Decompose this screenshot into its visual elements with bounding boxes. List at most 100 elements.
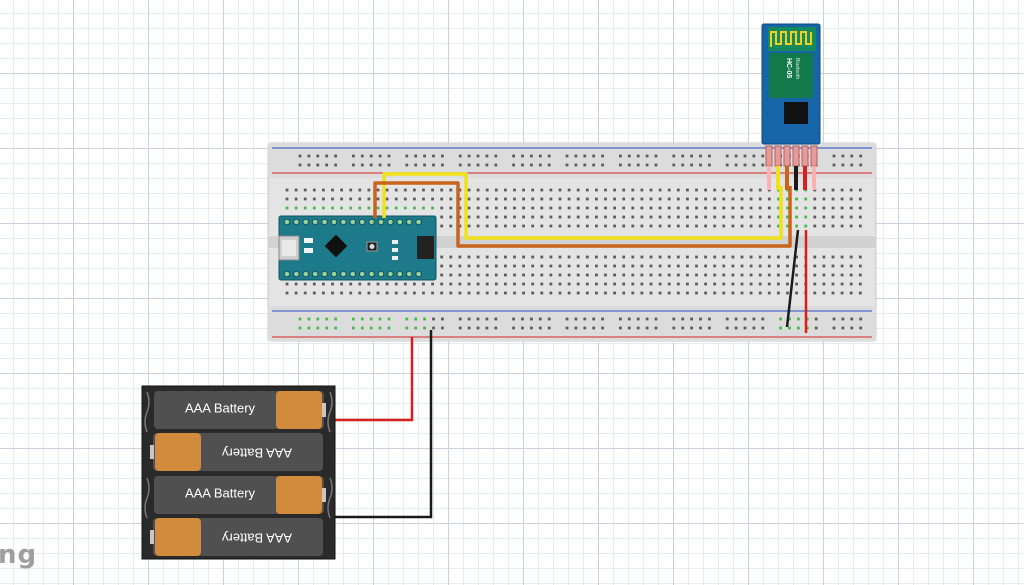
breadboard-hole (636, 326, 640, 330)
breadboard-hole (422, 291, 425, 295)
breadboard-hole (476, 273, 480, 277)
breadboard-hole (567, 255, 571, 259)
breadboard-hole (576, 291, 580, 295)
breadboard-hole (849, 215, 853, 219)
breadboard-hole (531, 273, 535, 277)
breadboard-hole (522, 291, 525, 295)
breadboard-hole (592, 326, 596, 330)
breadboard-hole (740, 197, 744, 201)
breadboard-hole (522, 197, 525, 201)
breadboard-hole (850, 326, 854, 330)
breadboard-hole (504, 291, 507, 295)
breadboard-hole (822, 224, 826, 228)
breadboard-hole (777, 206, 780, 210)
breadboard-hole (795, 197, 798, 201)
breadboard-hole (431, 282, 434, 286)
breadboard-hole (743, 163, 747, 167)
breadboard-hole (840, 206, 844, 210)
breadboard-hole (513, 264, 516, 268)
breadboard-hole (814, 326, 818, 330)
breadboard-hole (325, 163, 329, 167)
breadboard-hole (795, 282, 798, 286)
breadboard-hole (749, 224, 753, 228)
breadboard-hole (476, 154, 480, 158)
breadboard-hole (458, 317, 462, 321)
breadboard-hole (813, 197, 817, 201)
breadboard-hole (458, 215, 462, 219)
breadboard-hole (334, 163, 337, 167)
breadboard-hole (585, 255, 589, 259)
breadboard-hole (458, 291, 462, 295)
breadboard-hole (704, 197, 707, 201)
breadboard-hole (622, 206, 626, 210)
breadboard-hole (331, 282, 334, 286)
breadboard-hole (797, 326, 800, 330)
breadboard-hole (476, 291, 480, 295)
battery-label-1: AAA Battery (185, 400, 256, 415)
breadboard-hole (795, 291, 798, 295)
breadboard-hole (467, 188, 471, 192)
breadboard-hole (613, 282, 616, 286)
breadboard-hole (585, 188, 589, 192)
breadboard-hole (312, 291, 316, 295)
nano-pin-pad (387, 270, 394, 278)
breadboard-hole (767, 264, 771, 268)
breadboard-hole (601, 154, 604, 158)
breadboard-hole (458, 197, 462, 201)
breadboard-hole (378, 154, 382, 158)
breadboard-hole (734, 154, 738, 158)
breadboard-hole (813, 264, 817, 268)
breadboard-hole (699, 154, 702, 158)
breadboard-hole (522, 282, 525, 286)
breadboard-hole (531, 291, 535, 295)
breadboard-hole (786, 197, 789, 201)
breadboard-hole (786, 215, 789, 219)
breadboard-hole (531, 255, 535, 259)
breadboard-hole (788, 317, 791, 321)
breadboard-hole (358, 197, 362, 201)
breadboard-hole (303, 206, 307, 210)
breadboard-hole (595, 255, 598, 259)
breadboard-hole (858, 282, 862, 286)
breadboard-hole (340, 291, 343, 295)
breadboard-hole (440, 255, 444, 259)
breadboard-hole (708, 317, 711, 321)
breadboard-hole (432, 154, 435, 158)
breadboard-hole (547, 163, 551, 167)
breadboard-hole (777, 255, 780, 259)
breadboard-hole (298, 154, 302, 158)
battery-cell-1: AAA Battery (154, 391, 326, 429)
breadboard-hole (530, 326, 533, 330)
breadboard-hole (531, 224, 535, 228)
breadboard-hole (858, 255, 862, 259)
breadboard-hole (298, 326, 302, 330)
breadboard-hole (731, 291, 735, 295)
breadboard-hole (531, 206, 535, 210)
orange-wire (373, 181, 792, 248)
breadboard-hole (540, 291, 544, 295)
breadboard-hole (840, 197, 844, 201)
breadboard-hole (522, 224, 525, 228)
breadboard-hole (604, 282, 607, 286)
breadboard-hole (649, 264, 653, 268)
breadboard-hole (394, 291, 398, 295)
breadboard-hole (423, 317, 426, 321)
breadboard-hole (585, 273, 589, 277)
breadboard-hole (431, 206, 434, 210)
breadboard-hole (708, 163, 711, 167)
nano-pin-pad (396, 270, 404, 278)
breadboard-hole (494, 326, 498, 330)
breadboard-hole (595, 197, 598, 201)
nano-pin-pad (293, 218, 300, 226)
breadboard-hole (722, 197, 726, 201)
breadboard-hole (695, 291, 698, 295)
breadboard-hole (583, 154, 587, 158)
breadboard-hole (645, 154, 649, 158)
breadboard-hole (504, 197, 507, 201)
breadboard-hole (540, 273, 544, 277)
breadboard-hole (567, 282, 571, 286)
breadboard-hole (285, 282, 289, 286)
breadboard-hole (758, 255, 762, 259)
breadboard-hole (758, 273, 762, 277)
breadboard-hole (767, 197, 771, 201)
